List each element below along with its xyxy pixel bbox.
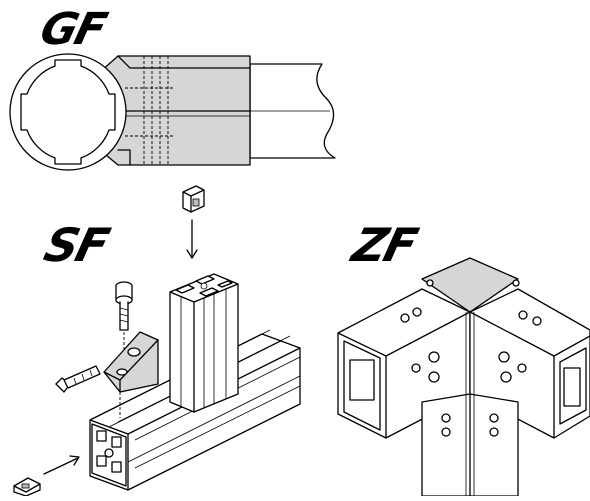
sf-angle-bracket [103,331,159,418]
sf-diagonal-arrow [43,455,80,475]
sf-side-screw [55,365,101,393]
sf-down-arrow [186,219,198,259]
gf-round-tube [9,53,127,171]
gf-profile-bar [249,63,336,159]
zf-corner-cap [421,257,520,313]
sf-bottom-t-nut [13,477,41,497]
sf-vertical-profiles [169,273,239,413]
gf-drawing [9,53,336,171]
sf-drawing [13,185,301,497]
sf-label: SF [39,218,114,272]
zf-label: ZF [347,218,422,272]
sf-top-t-nut [182,185,205,213]
gf-label: GF [35,4,111,55]
zf-vertical-arm [421,312,519,497]
zf-drawing [337,257,590,497]
gf-clamp-block [99,55,251,166]
sf-screw [115,281,133,360]
